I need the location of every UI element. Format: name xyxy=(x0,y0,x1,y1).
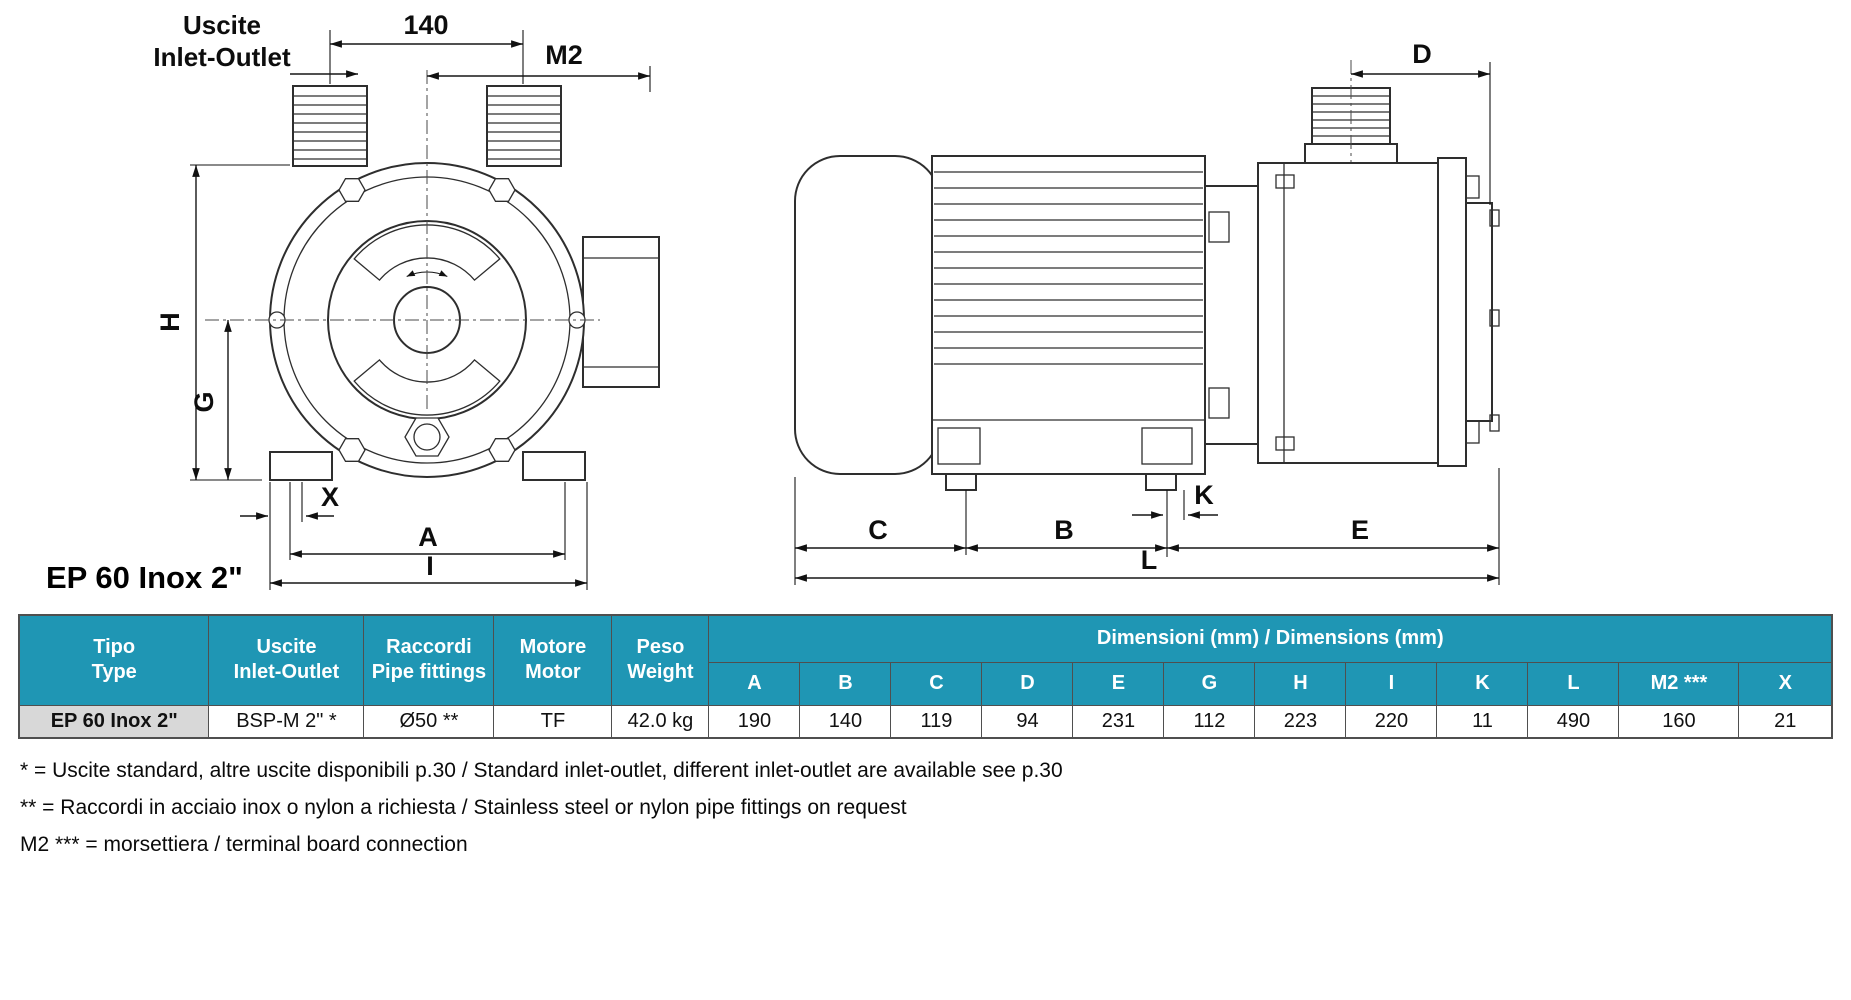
dim-col-m2: M2 *** xyxy=(1618,661,1740,706)
col-header-peso-line1: Peso xyxy=(636,636,685,659)
dim-label-m2: M2 xyxy=(545,40,583,70)
pump-model-title: EP 60 Inox 2" xyxy=(46,560,243,595)
footnotes: * = Uscite standard, altre uscite dispon… xyxy=(0,739,1851,857)
cell-motore: TF xyxy=(493,704,613,739)
col-header-peso-line2: Weight xyxy=(627,661,694,684)
catalog-page: Uscite Inlet-Outlet 140 M2 H G xyxy=(0,10,1851,857)
cell-dim-b: 140 xyxy=(799,704,892,739)
cell-peso: 42.0 kg xyxy=(611,704,710,739)
dim-label-i: I xyxy=(426,551,434,581)
col-header-raccordi-line1: Raccordi xyxy=(386,636,472,659)
dim-col-e: E xyxy=(1072,661,1165,706)
dim-label-g: G xyxy=(189,391,219,412)
cell-dim-i: 220 xyxy=(1345,704,1438,739)
dim-label-140: 140 xyxy=(403,10,448,40)
dim-label-b: B xyxy=(1054,515,1074,545)
cell-dim-c: 119 xyxy=(890,704,983,739)
dim-col-i: I xyxy=(1345,661,1438,706)
dim-col-h: H xyxy=(1254,661,1347,706)
dimensions-table: Tipo Type Uscite Inlet-Outlet Raccordi P… xyxy=(17,614,1834,739)
dim-col-k: K xyxy=(1436,661,1529,706)
dim-label-x: X xyxy=(321,482,339,512)
adapter-bracket xyxy=(1204,185,1259,445)
footnote-3: M2 *** = morsettiera / terminal board co… xyxy=(20,833,468,856)
col-header-uscite: Uscite Inlet-Outlet xyxy=(208,614,365,706)
cell-uscite: BSP-M 2" * xyxy=(208,704,365,739)
dim-col-g: G xyxy=(1163,661,1256,706)
pump-drawing-svg: Uscite Inlet-Outlet 140 M2 H G xyxy=(46,10,1500,595)
dim-col-l: L xyxy=(1527,661,1620,706)
dim-label-h: H xyxy=(155,312,185,332)
dim-col-x: X xyxy=(1738,661,1833,706)
col-header-tipo-line2: Type xyxy=(91,661,137,684)
dim-label-k: K xyxy=(1194,480,1214,510)
col-header-raccordi: Raccordi Pipe fittings xyxy=(363,614,495,706)
table-row: EP 60 Inox 2" BSP-M 2" * Ø50 ** TF 42.0 … xyxy=(18,704,1833,739)
col-header-motore: Motore Motor xyxy=(493,614,613,706)
cell-dim-x: 21 xyxy=(1738,704,1833,739)
inlet-outlet-label-line1: Uscite xyxy=(183,10,261,40)
col-header-peso: Peso Weight xyxy=(611,614,710,706)
dim-col-b: B xyxy=(799,661,892,706)
dim-col-a: A xyxy=(708,661,801,706)
inlet-pipe-left xyxy=(292,85,368,167)
col-header-uscite-line1: Uscite xyxy=(256,636,317,659)
dim-col-d: D xyxy=(981,661,1074,706)
dim-label-e: E xyxy=(1351,515,1369,545)
side-view: D K C B E xyxy=(794,39,1500,585)
technical-drawing: Uscite Inlet-Outlet 140 M2 H G xyxy=(46,10,1500,595)
fan-cover xyxy=(794,155,941,475)
cell-tipo: EP 60 Inox 2" xyxy=(18,704,210,739)
dim-label-d: D xyxy=(1412,39,1432,69)
col-header-motore-line1: Motore xyxy=(519,636,587,659)
dim-label-l: L xyxy=(1141,545,1158,575)
col-header-motore-line2: Motor xyxy=(525,661,581,684)
cell-dim-e: 231 xyxy=(1072,704,1165,739)
cell-dim-k: 11 xyxy=(1436,704,1529,739)
cell-raccordi: Ø50 ** xyxy=(363,704,495,739)
footnote-1: * = Uscite standard, altre uscite dispon… xyxy=(20,759,1063,782)
cell-dim-h: 223 xyxy=(1254,704,1347,739)
front-view: Uscite Inlet-Outlet 140 M2 H G xyxy=(46,10,660,595)
col-header-raccordi-line2: Pipe fittings xyxy=(371,661,487,684)
col-header-uscite-line2: Inlet-Outlet xyxy=(233,661,340,684)
cell-dim-g: 112 xyxy=(1163,704,1256,739)
outlet-pipe-right xyxy=(486,85,562,167)
col-header-tipo: Tipo Type xyxy=(18,614,210,706)
pump-casing-side xyxy=(1257,157,1500,467)
dim-col-c: C xyxy=(890,661,983,706)
inlet-outlet-label-line2: Inlet-Outlet xyxy=(153,42,291,72)
dim-label-c: C xyxy=(868,515,888,545)
cell-dim-m2: 160 xyxy=(1618,704,1740,739)
cell-dim-a: 190 xyxy=(708,704,801,739)
cell-dim-d: 94 xyxy=(981,704,1074,739)
top-port-pipe xyxy=(1304,87,1398,164)
col-header-dimensions: Dimensioni (mm) / Dimensions (mm) xyxy=(708,614,1833,663)
footnote-2: ** = Raccordi in acciaio inox o nylon a … xyxy=(20,796,907,819)
col-header-tipo-line1: Tipo xyxy=(93,636,136,659)
dim-label-a: A xyxy=(418,522,438,552)
cell-dim-l: 490 xyxy=(1527,704,1620,739)
motor-body xyxy=(931,155,1206,475)
